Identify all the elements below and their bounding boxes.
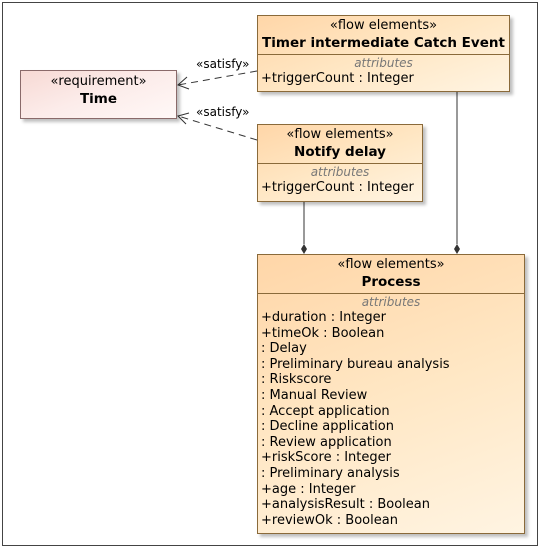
compartment-divider xyxy=(258,163,422,164)
compartment-divider xyxy=(258,293,524,294)
attribute-list: +duration : Integer +timeOk : Boolean : … xyxy=(258,310,524,528)
attribute-type: : Integer xyxy=(354,71,414,86)
attribute-name: +timeOk xyxy=(261,325,320,341)
attribute-name: +riskScore xyxy=(261,450,332,466)
requirement-name: Time xyxy=(79,91,118,107)
attribute-name: +age xyxy=(261,481,297,497)
requirement-time[interactable]: «requirement» Time xyxy=(20,70,177,119)
block-stereotype: «flow elements» xyxy=(329,18,438,33)
block-name: Timer intermediate Catch Event xyxy=(262,35,505,51)
attribute-type: : Boolean xyxy=(364,497,430,513)
attribute-name: +duration xyxy=(261,310,327,325)
attribute-type: : Integer xyxy=(296,481,356,497)
attribute-row: : Review application xyxy=(258,435,524,451)
block-header: «flow elements» Process xyxy=(258,255,524,291)
attribute-row: : Decline application xyxy=(258,419,524,435)
block-header: «flow elements» Notify delay xyxy=(258,125,422,161)
attribute-name: +triggerCount xyxy=(261,180,355,195)
attribute-type: : Integer xyxy=(354,180,414,195)
attribute-row: : Preliminary bureau analysis xyxy=(258,357,524,373)
requirement-header: «requirement» Time xyxy=(21,71,176,108)
attributes-compartment-label: attributes xyxy=(354,56,413,70)
attribute-row: +duration : Integer xyxy=(258,310,524,326)
block-name: Process xyxy=(361,274,421,290)
composition-diamond-notify xyxy=(301,244,307,254)
attribute-row: +timeOk : Boolean xyxy=(258,326,524,342)
block-timer-intermediate-catch-event[interactable]: «flow elements» Timer intermediate Catch… xyxy=(257,15,510,92)
attribute-row: : Riskscore xyxy=(258,372,524,388)
compartment-divider xyxy=(258,54,509,55)
attribute-type: : Integer xyxy=(331,450,391,466)
composition-diamond-timer xyxy=(454,244,460,254)
attribute-type: : Accept application xyxy=(261,403,390,419)
attribute-row: : Delay xyxy=(258,341,524,357)
block-stereotype: «flow elements» xyxy=(337,257,445,272)
attribute-type: : Preliminary bureau analysis xyxy=(261,356,450,372)
requirement-stereotype: «requirement» xyxy=(50,74,147,89)
block-notify-delay[interactable]: «flow elements» Notify delay attributes … xyxy=(257,124,423,202)
attribute-type: : Boolean xyxy=(319,325,385,341)
satisfy-arrowhead-notify xyxy=(177,112,190,125)
attribute-type: : Review application xyxy=(261,434,392,450)
attribute-name: +reviewOk xyxy=(261,512,333,528)
satisfy-line-notify xyxy=(177,115,258,141)
attribute-type: : Preliminary analysis xyxy=(261,465,400,481)
attribute-row: +reviewOk : Boolean xyxy=(258,513,524,529)
block-name: Notify delay xyxy=(294,144,386,160)
attribute-name: +triggerCount xyxy=(261,71,355,86)
block-stereotype: «flow elements» xyxy=(286,127,394,142)
attributes-compartment-label: attributes xyxy=(310,165,370,179)
attribute-row: : Manual Review xyxy=(258,388,524,404)
attribute-type: : Manual Review xyxy=(261,387,368,403)
attribute-row: +triggerCount : Integer xyxy=(258,71,509,87)
attribute-row: : Preliminary analysis xyxy=(258,466,524,482)
attribute-type: : Delay xyxy=(261,341,307,357)
attributes-compartment-label: attributes xyxy=(361,295,421,309)
attribute-name: +analysisResult xyxy=(261,497,365,513)
attribute-row: : Accept application xyxy=(258,404,524,420)
satisfy-arrowhead-timer xyxy=(177,76,190,90)
attribute-row: +triggerCount : Integer xyxy=(258,180,422,196)
attribute-type: : Decline application xyxy=(261,419,394,435)
attribute-type: : Boolean xyxy=(332,512,398,528)
attribute-type: : Integer xyxy=(326,310,387,325)
satisfy-label-notify: «satisfy» xyxy=(196,105,250,119)
attribute-row: +riskScore : Integer xyxy=(258,450,524,466)
satisfy-line-timer xyxy=(177,70,258,86)
block-header: «flow elements» Timer intermediate Catch… xyxy=(258,16,509,52)
attribute-row: +analysisResult : Boolean xyxy=(258,497,524,513)
block-process[interactable]: «flow elements» Process attributes +dura… xyxy=(257,254,525,534)
attribute-row: +age : Integer xyxy=(258,482,524,498)
attribute-type: : Riskscore xyxy=(261,372,332,388)
satisfy-label-timer: «satisfy» xyxy=(196,57,250,71)
